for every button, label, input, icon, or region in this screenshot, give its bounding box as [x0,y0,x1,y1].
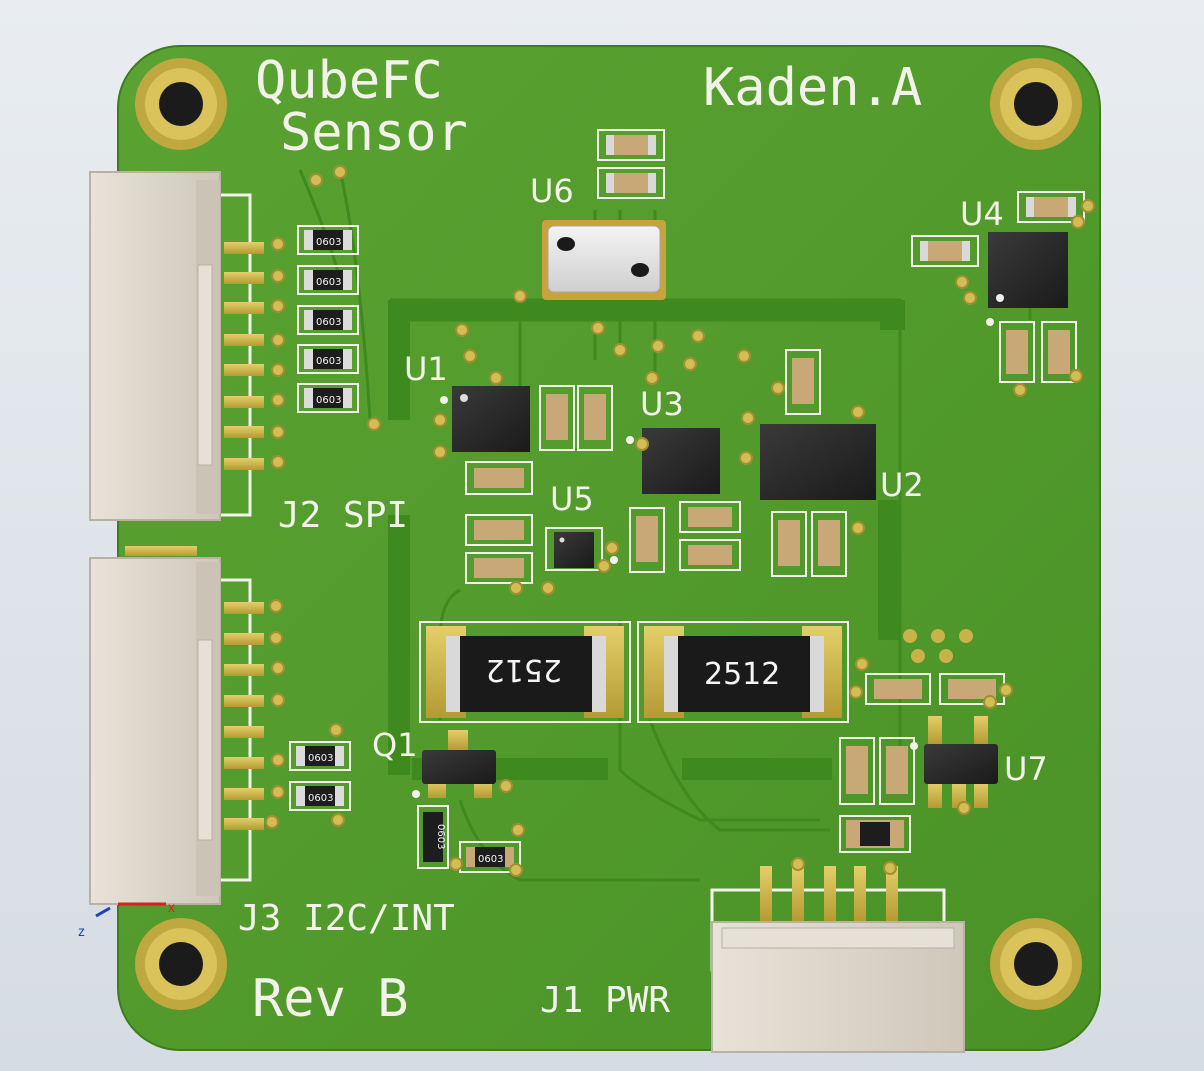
svg-text:0603: 0603 [316,237,341,248]
board-author: Kaden.A [703,58,922,118]
mounting-hole-icon [135,918,227,1010]
resistor-r0603-group-j2: 0603 0603 0603 0603 0603 [297,225,359,413]
mounting-hole-icon [135,58,227,150]
resistor-r2512-left: 2512 [419,621,631,723]
ref-u7: U7 [1004,750,1048,788]
ref-u4: U4 [960,195,1004,233]
ic-u4[interactable] [988,232,1068,308]
ic-u2[interactable] [760,424,876,500]
svg-text:0603: 0603 [316,277,341,288]
axis-z-label: z [78,923,85,939]
svg-text:2512: 2512 [486,652,562,687]
connector-j3[interactable] [89,546,264,905]
svg-text:0603: 0603 [316,317,341,328]
copper-pour-blocks [388,300,905,780]
resistor-r2512-right: 2512 [637,621,849,723]
board-title-line1: QubeFC [255,51,443,111]
svg-text:2512: 2512 [704,657,780,692]
resistor-r0603-group-j3: 0603 0603 [289,741,351,811]
ref-u6: U6 [530,172,574,210]
mounting-hole-icon [990,918,1082,1010]
svg-text:0603: 0603 [308,753,333,764]
transistor-q1[interactable] [422,730,496,798]
ic-u1[interactable] [452,386,530,452]
ref-u3: U3 [640,385,684,423]
axis-x-label: x [168,899,175,915]
pin1-markers [412,318,994,798]
connector-j3-label: J3 I2C/INT [238,898,455,939]
ic-u3[interactable] [642,428,720,494]
connector-j2-label: J2 SPI [278,495,408,536]
svg-text:0603: 0603 [316,356,341,367]
ic-u6-sensor[interactable] [542,220,666,300]
svg-text:0603: 0603 [308,793,333,804]
ref-u2: U2 [880,466,924,504]
svg-text:0603: 0603 [316,395,341,406]
connector-j1-label: J1 PWR [540,980,670,1021]
via-array [265,165,1095,877]
board-title-line2: Sensor [280,103,468,163]
svg-text:0603: 0603 [435,824,446,849]
ic-u5[interactable] [545,527,603,571]
test-pad-array [903,629,973,663]
resistor-r0603-group-q1: 0603 0603 [417,805,521,873]
svg-text:0603: 0603 [478,854,503,865]
ref-u1: U1 [404,350,448,388]
ic-u7[interactable] [924,716,998,808]
mounting-hole-icon [990,58,1082,150]
axis-triad-icon: z x [78,899,175,939]
connector-j2[interactable] [89,171,264,521]
connector-j1[interactable] [710,866,965,1053]
capacitor-array [465,129,1085,805]
ref-q1: Q1 [372,726,418,764]
diode-d1 [839,815,911,853]
ref-u5: U5 [550,480,594,518]
board-revision: Rev B [252,969,409,1029]
